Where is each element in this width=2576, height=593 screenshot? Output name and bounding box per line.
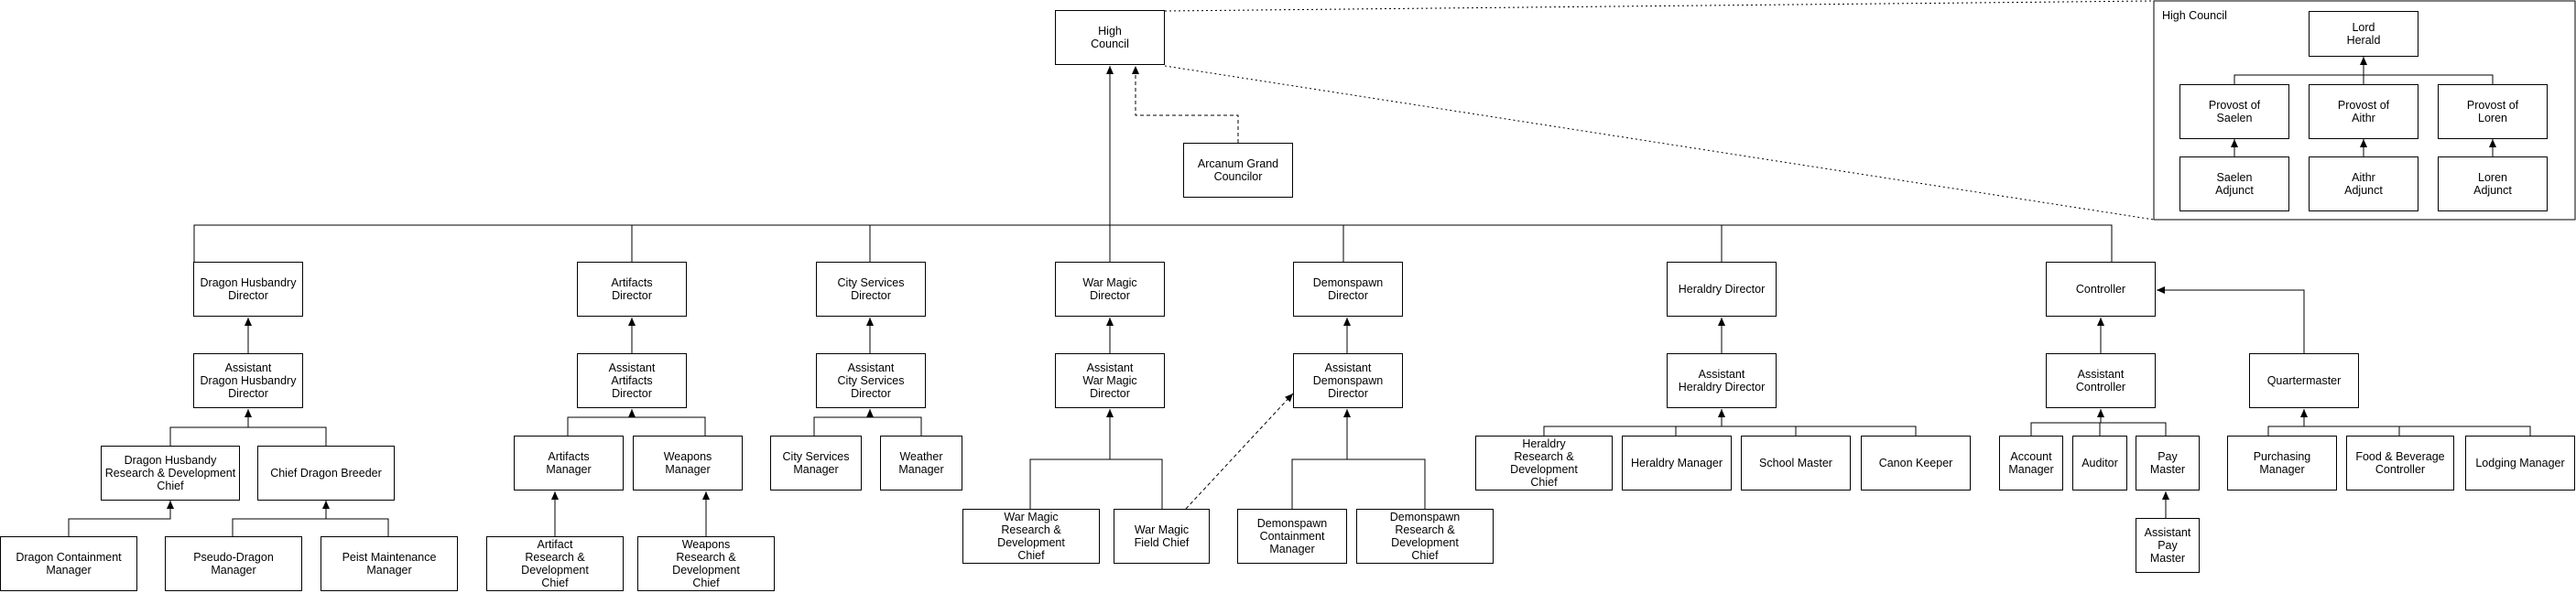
node-dragon-containment-manager[interactable]: Dragon Containment Manager — [0, 536, 137, 591]
node-auditor[interactable]: Auditor — [2072, 436, 2127, 491]
node-chief-dragon-breeder[interactable]: Chief Dragon Breeder — [257, 446, 395, 501]
connector — [1291, 458, 1426, 509]
node-assistant-artifacts-director[interactable]: Assistant Artifacts Director — [577, 353, 687, 408]
node-war-magic-director[interactable]: War Magic Director — [1055, 262, 1165, 317]
connector — [2030, 422, 2167, 436]
node-assistant-demonspawn-director[interactable]: Assistant Demonspawn Director — [1293, 353, 1403, 408]
node-dragon-husbandry-director[interactable]: Dragon Husbandry Director — [193, 262, 303, 317]
node-dragon-rd-chief[interactable]: Dragon Husbandy Research & Development C… — [101, 446, 240, 501]
node-purchasing-manager[interactable]: Purchasing Manager — [2227, 436, 2337, 491]
node-artifact-rd-chief[interactable]: Artifact Research & Development Chief — [486, 536, 624, 591]
node-weapons-manager[interactable]: Weapons Manager — [633, 436, 743, 491]
node-quartermaster[interactable]: Quartermaster — [2249, 353, 2359, 408]
node-assistant-war-magic-director[interactable]: Assistant War Magic Director — [1055, 353, 1165, 408]
connector — [2157, 286, 2305, 353]
detail-frame — [2153, 0, 2576, 221]
node-aithr-adjunct[interactable]: Aithr Adjunct — [2309, 156, 2418, 211]
node-assistant-controller[interactable]: Assistant Controller — [2046, 353, 2156, 408]
node-assistant-heraldry-director[interactable]: Assistant Heraldry Director — [1667, 353, 1777, 408]
node-account-manager[interactable]: Account Manager — [1999, 436, 2063, 491]
node-demonspawn-rd-chief[interactable]: Demonspawn Research & Development Chief — [1356, 509, 1494, 564]
node-heraldry-director[interactable]: Heraldry Director — [1667, 262, 1777, 317]
node-assistant-dragon-husbandry-director[interactable]: Assistant Dragon Husbandry Director — [193, 353, 303, 408]
node-pseudo-dragon-manager[interactable]: Pseudo-Dragon Manager — [165, 536, 302, 591]
node-loren-adjunct[interactable]: Loren Adjunct — [2438, 156, 2548, 211]
node-artifacts-director[interactable]: Artifacts Director — [577, 262, 687, 317]
node-provost-of-loren[interactable]: Provost of Loren — [2438, 84, 2548, 139]
detail-link — [1164, 65, 2155, 221]
node-pay-master[interactable]: Pay Master — [2136, 436, 2200, 491]
connector-dashed — [1132, 66, 1239, 143]
node-provost-of-aithr[interactable]: Provost of Aithr — [2309, 84, 2418, 139]
node-lodging-manager[interactable]: Lodging Manager — [2465, 436, 2575, 491]
node-food-beverage-controller[interactable]: Food & Beverage Controller — [2346, 436, 2454, 491]
connector — [1029, 458, 1163, 509]
node-peist-maintenance-manager[interactable]: Peist Maintenance Manager — [321, 536, 458, 591]
node-canon-keeper[interactable]: Canon Keeper — [1861, 436, 1971, 491]
node-provost-of-saelen[interactable]: Provost of Saelen — [2179, 84, 2289, 139]
connector — [232, 518, 389, 536]
node-assistant-pay-master[interactable]: Assistant Pay Master — [2136, 518, 2200, 573]
node-saelen-adjunct[interactable]: Saelen Adjunct — [2179, 156, 2289, 211]
node-city-services-director[interactable]: City Services Director — [816, 262, 926, 317]
node-war-magic-field-chief[interactable]: War Magic Field Chief — [1114, 509, 1210, 564]
node-lord-herald[interactable]: Lord Herald — [2309, 11, 2418, 57]
node-heraldry-manager[interactable]: Heraldry Manager — [1622, 436, 1732, 491]
connector — [1543, 426, 1917, 436]
node-assistant-city-services-director[interactable]: Assistant City Services Director — [816, 353, 926, 408]
node-weapons-rd-chief[interactable]: Weapons Research & Development Chief — [637, 536, 775, 591]
node-demonspawn-containment-manager[interactable]: Demonspawn Containment Manager — [1237, 509, 1347, 564]
connector — [68, 501, 174, 536]
node-school-master[interactable]: School Master — [1741, 436, 1851, 491]
node-weather-manager[interactable]: Weather Manager — [880, 436, 962, 491]
node-artifacts-manager[interactable]: Artifacts Manager — [514, 436, 624, 491]
connector — [169, 426, 327, 446]
detail-frame-title: High Council — [2162, 9, 2227, 22]
node-controller[interactable]: Controller — [2046, 262, 2156, 317]
node-city-services-manager[interactable]: City Services Manager — [770, 436, 862, 491]
node-arcanum-grand-councilor[interactable]: Arcanum Grand Councilor — [1183, 143, 1293, 198]
detail-link — [1164, 0, 2155, 12]
node-demonspawn-director[interactable]: Demonspawn Director — [1293, 262, 1403, 317]
connector — [567, 416, 706, 436]
node-war-magic-rd-chief[interactable]: War Magic Research & Development Chief — [962, 509, 1100, 564]
connector — [193, 224, 2113, 262]
node-high-council[interactable]: High Council — [1055, 10, 1165, 65]
node-heraldry-rd-chief[interactable]: Heraldry Research & Development Chief — [1475, 436, 1613, 491]
connector — [813, 416, 922, 436]
connector-dashed — [1185, 393, 1294, 510]
